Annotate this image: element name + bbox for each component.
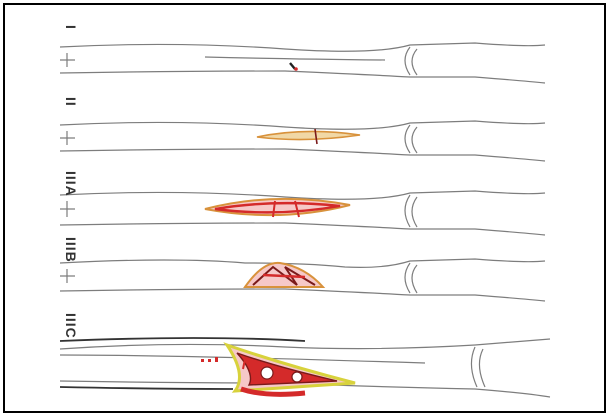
stage-label-ii: II	[63, 97, 79, 107]
stage-iiib-wound	[245, 263, 323, 287]
stage-i-bone	[60, 43, 545, 83]
diagram-frame: I II IIIA IIIB IIIC	[3, 3, 606, 413]
stage-iiia-wound	[205, 199, 350, 217]
stage-label-iiib: IIIB	[63, 237, 79, 263]
stage-label-iiic: IIIC	[63, 313, 79, 339]
stage-label-i: I	[63, 25, 79, 30]
stage-label-iiia: IIIA	[63, 171, 79, 197]
stage-iiic-wound	[227, 345, 355, 394]
stage-ii-bone	[60, 121, 545, 161]
stage-i-wound	[290, 63, 298, 71]
stage-ii-wound	[257, 129, 360, 144]
stage-iiic-annotation-marks	[201, 357, 218, 362]
injury-stage-illustration	[5, 5, 604, 411]
